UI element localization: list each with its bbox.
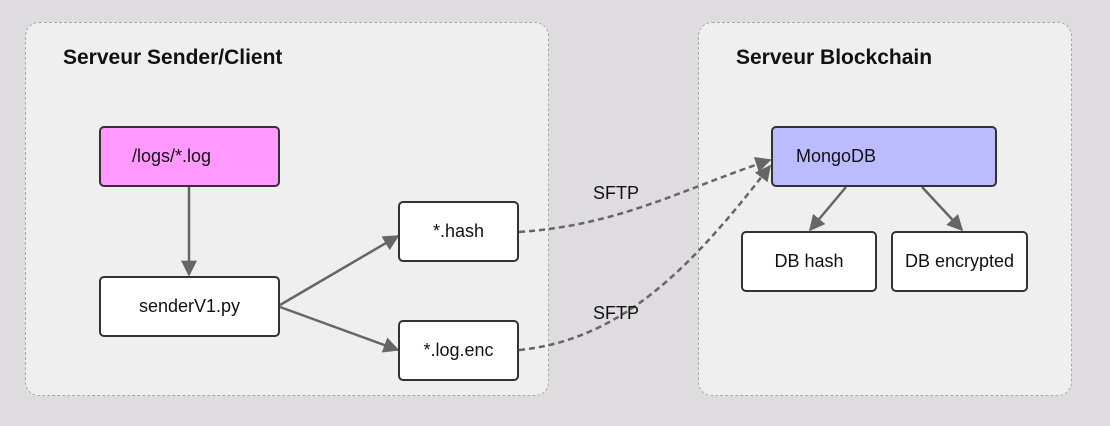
cluster-blockchain (698, 22, 1072, 396)
node-db-hash-label: DB hash (774, 251, 844, 271)
node-log-enc-file-label: *.log.enc (423, 340, 494, 360)
node-sender-script[interactable]: senderV1.py (99, 276, 280, 337)
edge-hash-to-mongo (518, 156, 772, 234)
node-db-encrypted[interactable]: DB encrypted (891, 231, 1028, 292)
edge-label-sftp-enc: SFTP (593, 303, 640, 323)
cluster-sender-client-title: Serveur Sender/Client (63, 46, 283, 69)
node-logs-label: /logs/*.log (132, 146, 212, 166)
node-log-enc-file[interactable]: *.log.enc (398, 320, 519, 381)
edge-enc-to-mongo (518, 164, 771, 352)
node-db-hash[interactable]: DB hash (741, 231, 877, 292)
node-logs[interactable]: /logs/*.log (99, 126, 280, 187)
edge-sender-to-hash (279, 234, 400, 307)
edge-sender-to-enc (279, 305, 400, 353)
node-hash-file-label: *.hash (432, 221, 485, 241)
cluster-blockchain-title: Serveur Blockchain (736, 46, 933, 69)
edge-label-sftp-hash: SFTP (593, 183, 640, 203)
node-mongodb[interactable]: MongoDB (771, 126, 997, 187)
edge-mongo-to-db-encrypted (921, 186, 964, 232)
node-db-encrypted-label: DB encrypted (904, 251, 1015, 271)
node-mongodb-label: MongoDB (796, 146, 877, 166)
edge-mongo-to-db-hash (808, 186, 847, 232)
node-sender-script-label: senderV1.py (138, 296, 241, 316)
node-hash-file[interactable]: *.hash (398, 201, 519, 262)
